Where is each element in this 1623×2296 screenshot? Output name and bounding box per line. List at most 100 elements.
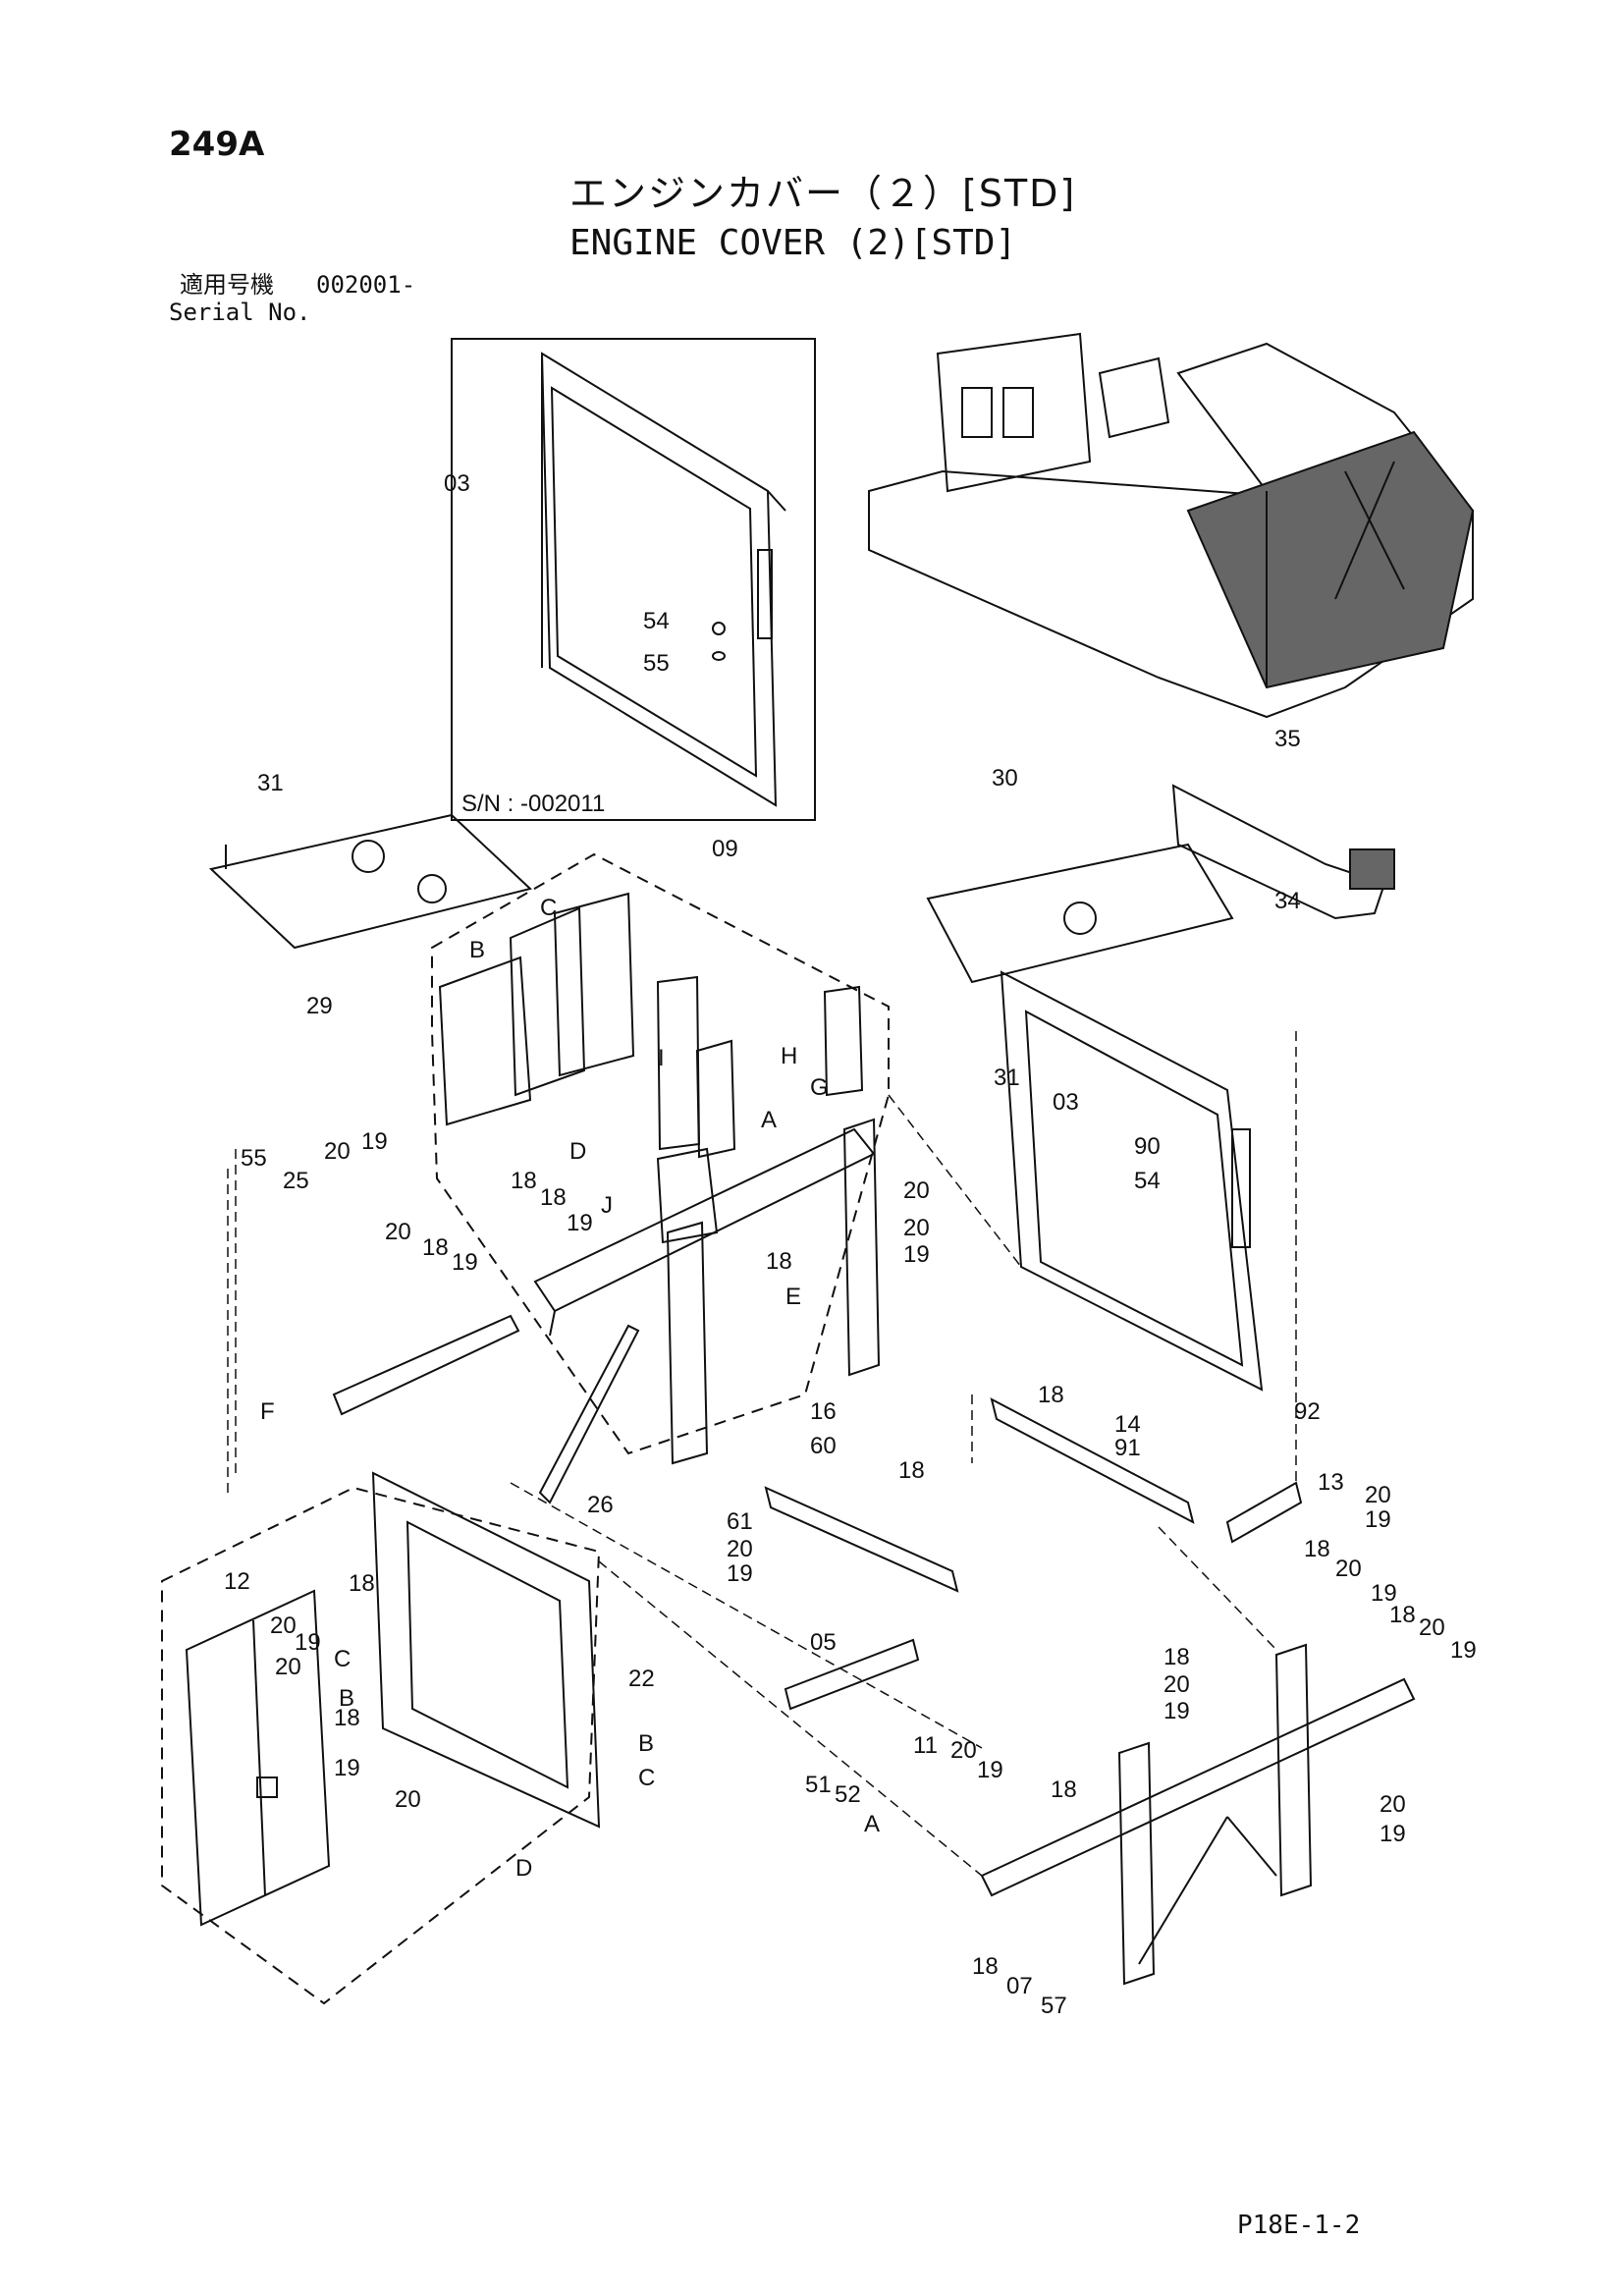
callout-label: 51 <box>805 1772 832 1798</box>
callout-label: 22 <box>628 1666 655 1692</box>
callout-label: 18 <box>540 1184 567 1211</box>
callout-label: F <box>260 1398 275 1425</box>
callout-label: 18 <box>1163 1644 1190 1670</box>
callout-label: 18 <box>349 1570 375 1597</box>
callout-label: 19 <box>361 1128 388 1155</box>
callout-label: J <box>601 1192 613 1219</box>
callout-label: 92 <box>1294 1398 1321 1425</box>
callout-label: D <box>569 1138 586 1165</box>
callout-label: I <box>658 1045 665 1071</box>
callout-label: 19 <box>567 1210 593 1236</box>
callout-label: 31 <box>994 1065 1020 1091</box>
callout-label: A <box>761 1107 777 1133</box>
callout-label: 90 <box>1134 1133 1161 1160</box>
callout-label: 18 <box>334 1705 360 1731</box>
callout-label: 20 <box>1419 1614 1445 1641</box>
callout-label: 20 <box>324 1138 351 1165</box>
callout-label: 19 <box>727 1560 753 1587</box>
serial-label-japanese: 適用号機 <box>180 271 274 299</box>
cover-plate-29 <box>208 813 533 950</box>
callout-label: G <box>810 1074 829 1101</box>
callout-label: 20 <box>275 1654 301 1680</box>
callout-label: 52 <box>835 1781 861 1808</box>
callout-label: 20 <box>1380 1791 1406 1818</box>
callout-label: 05 <box>810 1629 837 1656</box>
callout-label: 54 <box>643 608 670 634</box>
callout-label: 20 <box>395 1786 421 1813</box>
callout-label: 60 <box>810 1433 837 1459</box>
side-panels-group-09 <box>438 892 864 1244</box>
inset-serial-note: S/N : -002011 <box>461 791 605 817</box>
callout-label: 20 <box>1335 1556 1362 1582</box>
callout-label: 20 <box>1365 1482 1391 1508</box>
page-footer-code: P18E-1-2 <box>1237 2211 1361 2240</box>
callout-label: 19 <box>977 1757 1003 1783</box>
callout-label: 35 <box>1274 726 1301 752</box>
page-title-japanese: エンジンカバー（２）[STD] <box>569 172 1077 215</box>
cover-plate-30 <box>926 843 1234 984</box>
callout-label: 11 <box>913 1732 938 1759</box>
callout-label: 19 <box>1450 1637 1477 1664</box>
callout-label: C <box>540 895 557 921</box>
callout-label: 13 <box>1318 1469 1344 1496</box>
callout-label: D <box>515 1855 532 1882</box>
callout-label: 20 <box>903 1215 930 1241</box>
callout-label: C <box>334 1646 351 1672</box>
callout-label: 19 <box>295 1629 321 1656</box>
callout-label: 18 <box>1304 1536 1330 1562</box>
base-frame-07 <box>980 1643 1416 1986</box>
callout-label: 03 <box>444 470 470 497</box>
stay-16 <box>538 1324 640 1504</box>
callout-label: 20 <box>903 1177 930 1204</box>
callout-label: 07 <box>1006 1973 1033 1999</box>
callout-label: 34 <box>1274 888 1301 914</box>
serial-label-english: Serial No. <box>169 299 311 326</box>
cover-part-34 <box>1171 784 1395 920</box>
callout-label: 19 <box>903 1241 930 1268</box>
callout-label: 19 <box>452 1249 478 1276</box>
frame-assembly-a <box>533 1118 881 1465</box>
page-title-english: ENGINE COVER (2)[STD] <box>569 223 1017 263</box>
callout-label: 18 <box>422 1234 449 1261</box>
bracket-13 <box>1225 1481 1303 1544</box>
callout-label: 19 <box>1365 1506 1391 1533</box>
callout-label: 18 <box>1051 1777 1077 1803</box>
callout-label: 14 <box>1114 1411 1141 1438</box>
inset-frame <box>451 338 816 821</box>
callout-label: 16 <box>810 1398 837 1425</box>
callout-label: A <box>864 1811 880 1837</box>
callout-label: 18 <box>511 1168 537 1194</box>
callout-label: 18 <box>1389 1602 1416 1628</box>
side-door-assembly <box>185 1471 601 1927</box>
bracket-12 <box>764 1486 959 1593</box>
machine-overview-illustration <box>868 332 1475 719</box>
callout-label: 19 <box>334 1755 360 1781</box>
callout-label: 19 <box>1380 1821 1406 1847</box>
callout-label: 20 <box>270 1613 297 1639</box>
callout-label: B <box>638 1730 654 1757</box>
callout-label: 20 <box>1163 1671 1190 1698</box>
callout-label: 25 <box>283 1168 309 1194</box>
callout-label: 18 <box>1038 1382 1064 1408</box>
callout-label: 30 <box>992 765 1018 792</box>
callout-label: 55 <box>643 650 670 677</box>
callout-label: 19 <box>1163 1698 1190 1724</box>
inset-door-panel <box>540 352 786 807</box>
bracket-14 <box>990 1397 1195 1524</box>
bracket-11 <box>784 1638 920 1711</box>
door-panel-03-right <box>1000 970 1264 1392</box>
callout-label: 20 <box>950 1737 977 1764</box>
bracket-26 <box>332 1314 520 1416</box>
callout-label: C <box>638 1765 655 1791</box>
callout-label: B <box>469 937 485 963</box>
page-number: 249A <box>169 125 265 164</box>
callout-label: 18 <box>766 1248 792 1275</box>
callout-label: 20 <box>727 1536 753 1562</box>
callout-label: H <box>781 1043 797 1069</box>
callout-label: 31 <box>257 770 284 796</box>
callout-label: 61 <box>727 1508 753 1535</box>
callout-label: 55 <box>241 1145 267 1172</box>
callout-label: 18 <box>898 1457 925 1484</box>
